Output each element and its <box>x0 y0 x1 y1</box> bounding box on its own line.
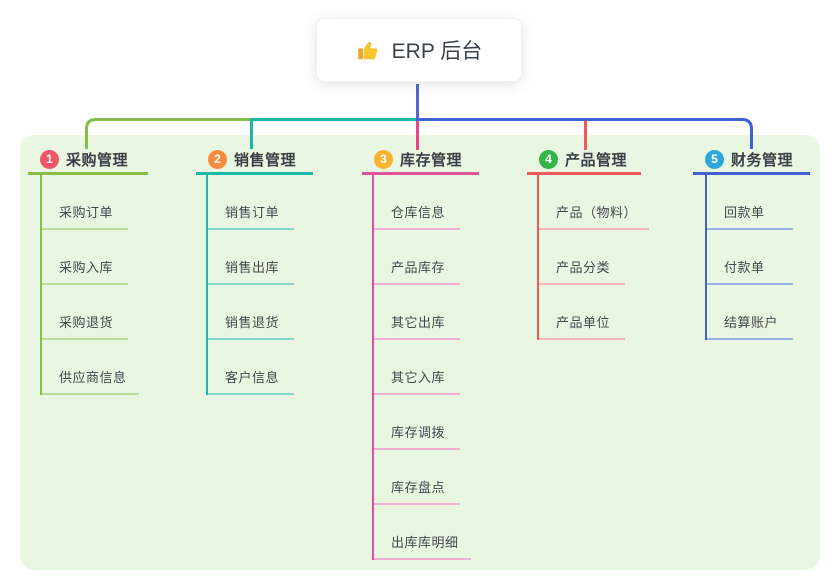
root-title: ERP 后台 <box>391 40 483 63</box>
mindmap-node[interactable]: 产品分类 <box>539 230 625 285</box>
mindmap-node[interactable]: 仓库信息 <box>374 175 460 230</box>
branch-header-inventory[interactable]: 3 库存管理 <box>362 146 479 175</box>
branch-title: 采购管理 <box>66 151 129 169</box>
branch-title: 库存管理 <box>400 151 463 169</box>
mindmap-node[interactable]: 其它出库 <box>374 285 460 340</box>
branch-children-inventory: 仓库信息 产品库存 其它出库 其它入库 库存调拨 库存盘点 出库库明细 <box>372 175 471 560</box>
branches-panel <box>20 135 820 570</box>
branch-number-badge: 4 <box>539 149 558 169</box>
branch-children-finance: 回款单 付款单 结算账户 <box>705 175 793 340</box>
branch-header-product[interactable]: 4 产品管理 <box>527 146 641 175</box>
branch-title: 财务管理 <box>731 151 794 169</box>
mindmap-node[interactable]: 销售订单 <box>208 175 294 230</box>
mindmap-node[interactable]: 采购入库 <box>42 230 128 285</box>
branch-number-badge: 1 <box>40 149 59 169</box>
mindmap-node[interactable]: 库存盘点 <box>374 450 460 505</box>
branch-number-badge: 5 <box>705 149 724 169</box>
mindmap-node[interactable]: 产品单位 <box>539 285 625 340</box>
mindmap-node[interactable]: 结算账户 <box>707 285 793 340</box>
mindmap-node[interactable]: 出库库明细 <box>374 505 471 560</box>
thumbs-up-icon <box>356 37 382 63</box>
mindmap-node[interactable]: 付款单 <box>707 230 793 285</box>
branch-title: 产品管理 <box>565 151 628 169</box>
branch-children-sales: 销售订单 销售出库 销售退货 客户信息 <box>206 175 294 395</box>
mindmap-node[interactable]: 库存调拨 <box>374 395 460 450</box>
branch-title: 销售管理 <box>234 151 297 169</box>
branch-header-purchase[interactable]: 1 采购管理 <box>28 146 148 175</box>
branch-header-finance[interactable]: 5 财务管理 <box>693 146 810 175</box>
mindmap-node[interactable]: 回款单 <box>707 175 793 230</box>
branch-header-sales[interactable]: 2 销售管理 <box>196 146 313 175</box>
mindmap-node[interactable]: 采购退货 <box>42 285 128 340</box>
mindmap-node[interactable]: 其它入库 <box>374 340 460 395</box>
mindmap-node[interactable]: 产品（物料） <box>539 175 650 230</box>
mindmap-node[interactable]: 销售退货 <box>208 285 294 340</box>
mindmap-node[interactable]: 供应商信息 <box>42 340 139 395</box>
mindmap-node[interactable]: 销售出库 <box>208 230 294 285</box>
mindmap-node[interactable]: 产品库存 <box>374 230 460 285</box>
mindmap-node[interactable]: 客户信息 <box>208 340 294 395</box>
branch-number-badge: 3 <box>374 149 393 169</box>
branch-children-product: 产品（物料） 产品分类 产品单位 <box>537 175 650 340</box>
branch-number-badge: 2 <box>208 149 227 169</box>
branch-children-purchase: 采购订单 采购入库 采购退货 供应商信息 <box>40 175 139 395</box>
mindmap-node[interactable]: 采购订单 <box>42 175 128 230</box>
root-node[interactable]: ERP 后台 <box>316 18 522 82</box>
